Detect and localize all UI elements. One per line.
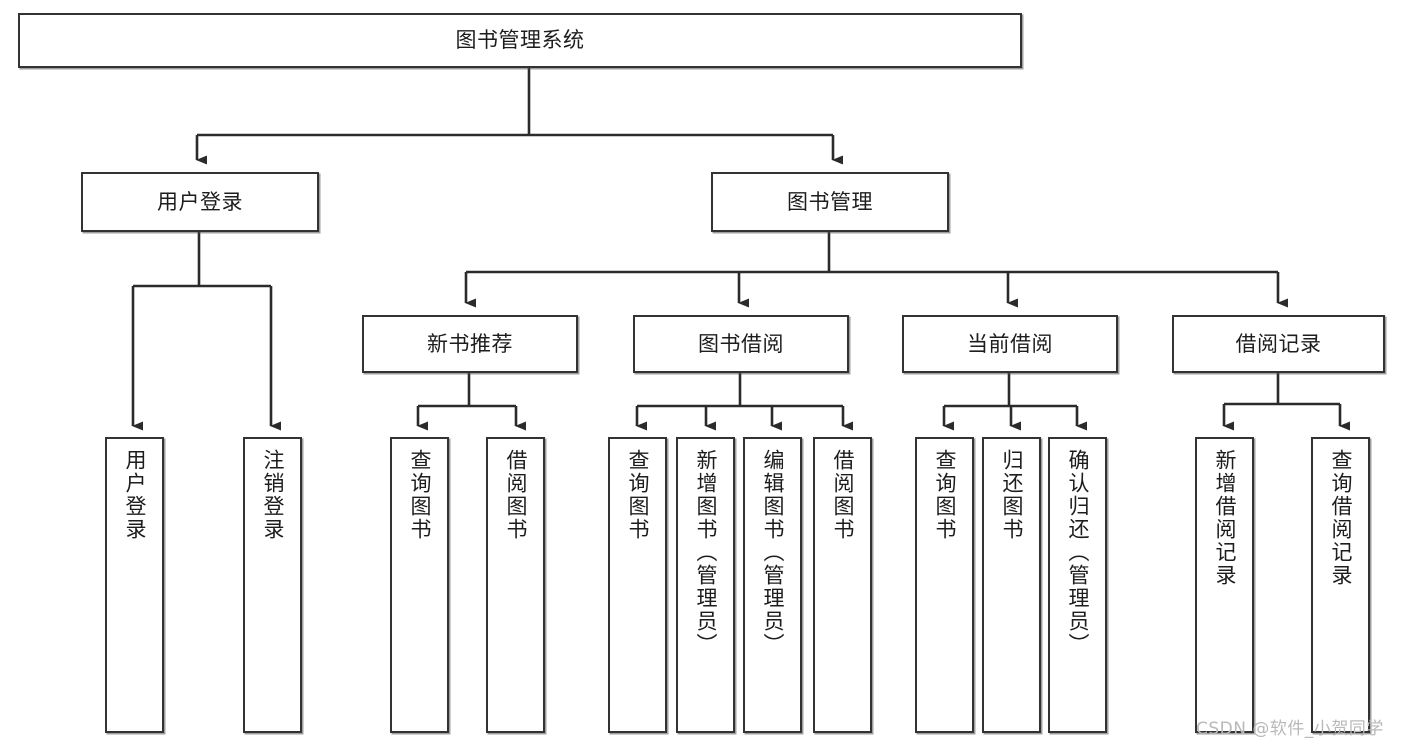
leaf-add-borrow-record-label: 新增借阅记录: [1213, 449, 1237, 587]
node-book-management[interactable]: 图书管理: [711, 172, 949, 232]
leaf-add-book-admin-label: 新增图书（管理员）: [694, 449, 718, 656]
leaf-return-book-label: 归还图书: [1000, 449, 1024, 541]
node-book-management-label: 图书管理: [787, 189, 873, 214]
node-new-book-recommend-label: 新书推荐: [427, 331, 513, 356]
leaf-confirm-return-admin[interactable]: 确认归还（管理员）: [1048, 437, 1107, 733]
leaf-logout-label: 注销登录: [261, 449, 285, 541]
leaf-user-login[interactable]: 用户登录: [105, 437, 164, 733]
node-borrow-record-label: 借阅记录: [1235, 331, 1322, 356]
leaf-query-borrow-record[interactable]: 查询借阅记录: [1311, 437, 1370, 733]
node-new-book-recommend[interactable]: 新书推荐: [362, 315, 578, 373]
leaf-borrow-book-recommend-label: 借阅图书: [504, 449, 528, 541]
leaf-query-book-current-label: 查询图书: [933, 449, 957, 541]
leaf-query-book-recommend[interactable]: 查询图书: [390, 437, 449, 733]
node-borrow-record[interactable]: 借阅记录: [1172, 315, 1385, 373]
node-current-borrow-label: 当前借阅: [967, 331, 1053, 356]
leaf-borrow-book-recommend[interactable]: 借阅图书: [486, 437, 545, 733]
leaf-add-borrow-record[interactable]: 新增借阅记录: [1195, 437, 1254, 733]
csdn-watermark: CSDN @软件_小贺同学: [1196, 719, 1384, 739]
node-root[interactable]: 图书管理系统: [18, 13, 1022, 68]
leaf-user-login-label: 用户登录: [123, 449, 147, 541]
leaf-edit-book-admin-label: 编辑图书（管理员）: [761, 449, 785, 656]
leaf-query-book-current[interactable]: 查询图书: [915, 437, 974, 733]
leaf-logout[interactable]: 注销登录: [243, 437, 302, 733]
leaf-return-book[interactable]: 归还图书: [982, 437, 1041, 733]
node-user-login[interactable]: 用户登录: [81, 172, 319, 232]
leaf-edit-book-admin[interactable]: 编辑图书（管理员）: [743, 437, 802, 733]
leaf-query-borrow-record-label: 查询借阅记录: [1329, 449, 1353, 587]
node-book-borrow-label: 图书借阅: [698, 331, 784, 356]
leaf-add-book-admin[interactable]: 新增图书（管理员）: [676, 437, 735, 733]
leaf-confirm-return-admin-label: 确认归还（管理员）: [1066, 449, 1090, 656]
node-user-login-label: 用户登录: [157, 189, 243, 214]
leaf-borrow-book-label: 借阅图书: [831, 449, 855, 541]
leaf-query-book-recommend-label: 查询图书: [408, 449, 432, 541]
leaf-query-book-borrow-label: 查询图书: [626, 449, 650, 541]
leaf-query-book-borrow[interactable]: 查询图书: [608, 437, 667, 733]
leaf-borrow-book[interactable]: 借阅图书: [813, 437, 872, 733]
node-book-borrow[interactable]: 图书借阅: [633, 315, 849, 373]
node-root-label: 图书管理系统: [455, 28, 585, 53]
node-current-borrow[interactable]: 当前借阅: [902, 315, 1118, 373]
